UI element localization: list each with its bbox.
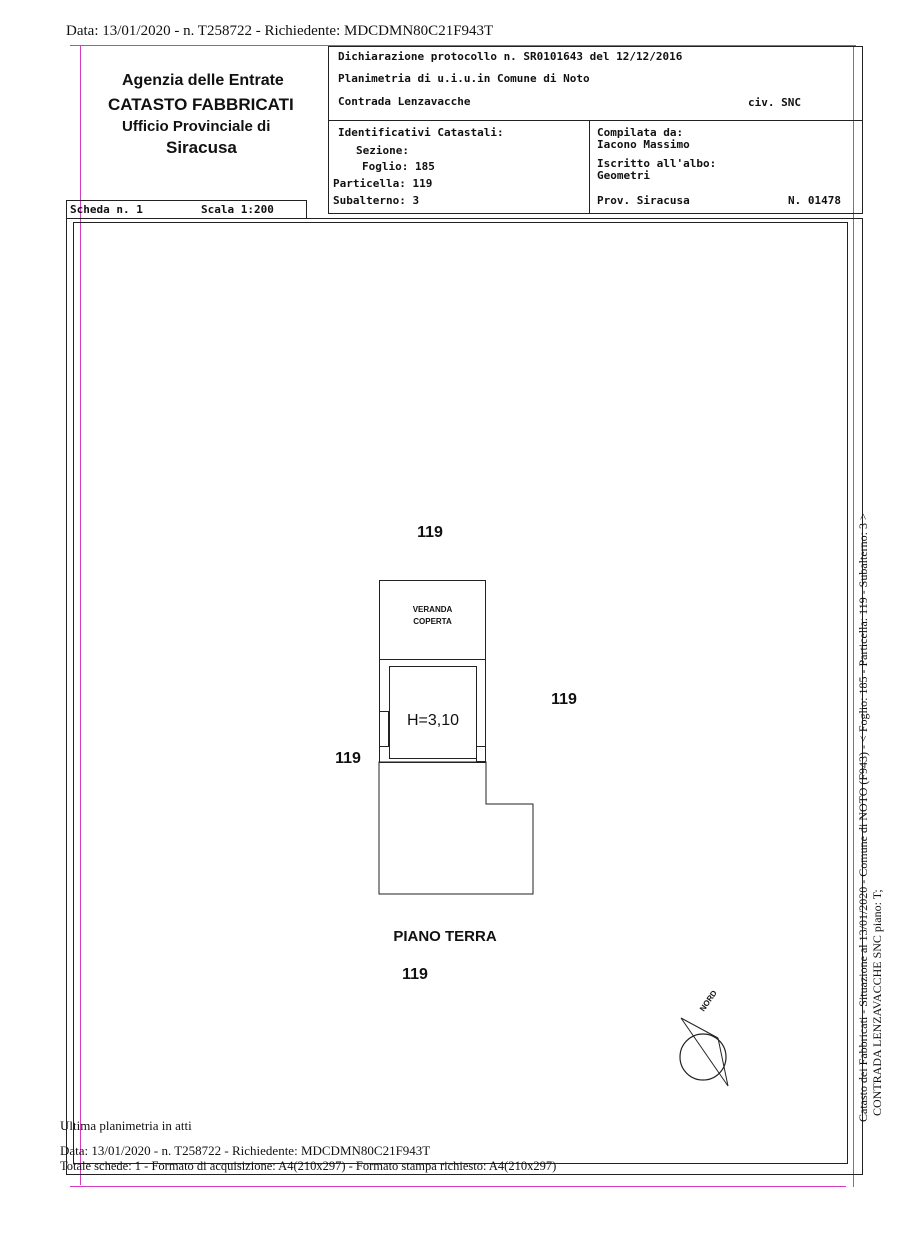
- parcel-label-top: 119: [417, 524, 443, 541]
- compiled-by-label: Compilata da:: [597, 126, 684, 139]
- top-header: Data: 13/01/2020 - n. T258722 - Richiede…: [66, 23, 494, 39]
- scheda-number: Scheda n. 1: [70, 203, 143, 216]
- identifiers-heading: Identificativi Catastali:: [338, 126, 504, 139]
- header-divider-2: [589, 120, 590, 214]
- drawing-frame-inner: [73, 222, 848, 1164]
- profession: Geometri: [597, 169, 650, 182]
- parcel-label-bottom: 119: [402, 966, 428, 983]
- veranda-label-2: COPERTA: [413, 617, 452, 626]
- side-text-line2: CONTRADA LENZAVACCHE SNC piano: T;: [870, 889, 884, 1116]
- agency-city: Siracusa: [166, 138, 237, 157]
- door-right: [476, 746, 486, 762]
- floor-label: PIANO TERRA: [393, 928, 497, 945]
- address-line: Contrada Lenzavacche: [338, 95, 471, 108]
- compiler-name: Iacono Massimo: [597, 138, 690, 151]
- agency-name: Agenzia delle Entrate: [122, 72, 284, 89]
- civic-number: civ. SNC: [748, 96, 801, 109]
- sezione-field: Sezione:: [356, 144, 409, 157]
- agency-catasto: CATASTO FABBRICATI: [108, 95, 294, 114]
- pink-guide-bottom: [70, 1186, 846, 1187]
- protocol-line: Dichiarazione protocollo n. SR0101643 de…: [338, 50, 683, 63]
- last-plan-label: Ultima planimetria in atti: [60, 1118, 192, 1133]
- footer-totals-line: Totale schede: 1 - Formato di acquisizio…: [60, 1159, 557, 1173]
- agency-office: Ufficio Provinciale di: [122, 118, 271, 135]
- pink-guide-top: [70, 45, 856, 46]
- pink-guide-right: [853, 45, 854, 1187]
- header-table: [328, 46, 863, 214]
- header-divider-1: [328, 120, 863, 121]
- height-label: H=3,10: [406, 712, 460, 729]
- scale: Scala 1:200: [201, 203, 274, 216]
- lower-room: [378, 761, 534, 895]
- planimetry-line: Planimetria di u.i.u.in Comune di Noto: [338, 72, 590, 85]
- drawing-frame-outer: [66, 218, 863, 1175]
- pink-guide-left: [80, 45, 81, 1185]
- foglio-field: Foglio: 185: [362, 160, 435, 173]
- veranda-label-1: VERANDA: [412, 605, 453, 614]
- parcel-label-right: 119: [551, 691, 577, 708]
- inner-room: [389, 666, 477, 759]
- door-left: [379, 711, 389, 747]
- footer-data-line: Data: 13/01/2020 - n. T258722 - Richiede…: [60, 1143, 431, 1158]
- registered-label: Iscritto all'albo:: [597, 157, 717, 170]
- side-text-line1: Catasto dei Fabbricati - Situazione al 1…: [856, 513, 870, 1122]
- registration-number: N. 01478: [788, 194, 841, 207]
- subalterno-field: Subalterno: 3: [333, 194, 420, 207]
- particella-field: Particella: 119: [333, 177, 433, 190]
- province: Prov. Siracusa: [597, 194, 690, 207]
- north-arrow-icon: [679, 1017, 729, 1087]
- parcel-label-left: 119: [335, 750, 361, 767]
